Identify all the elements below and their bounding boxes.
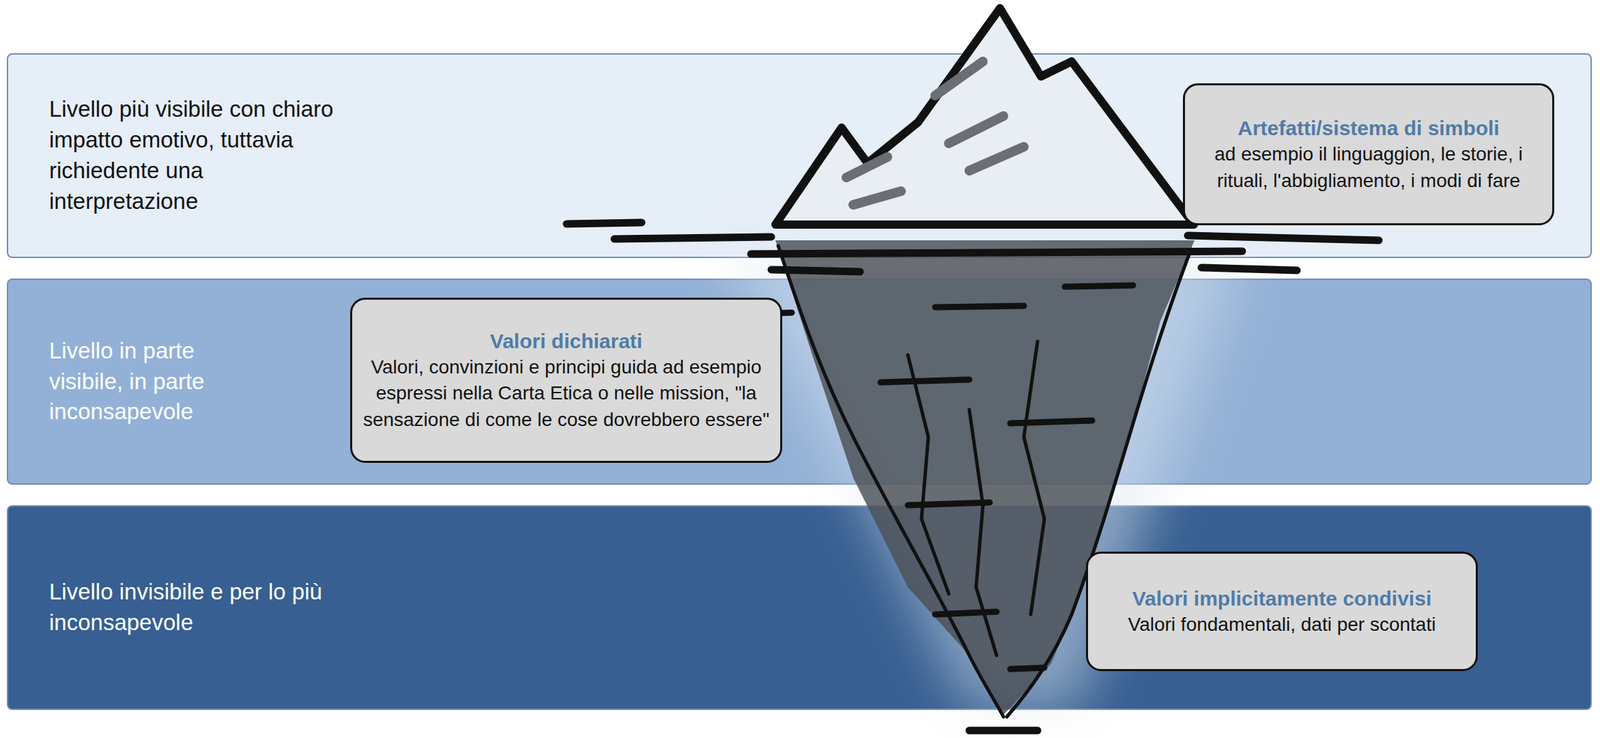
- water-stroke: [771, 269, 861, 272]
- callout-title: Valori implicitamente condivisi: [1132, 584, 1432, 612]
- callout-body: Valori fondamentali, dati per scontati: [1128, 611, 1437, 638]
- level-band: Livello più visibile con chiaro impatto …: [6, 53, 1592, 259]
- callout-box: Valori dichiaratiValori, convinzioni e p…: [350, 297, 783, 463]
- level-description: Livello più visibile con chiaro impatto …: [49, 94, 343, 218]
- callout-body: Valori, convinzioni e principi guida ad …: [361, 354, 771, 433]
- callout-body: ad esempio il linguaggion, le storie, i …: [1194, 141, 1543, 194]
- callout-box: Artefatti/sistema di simboliad esempio i…: [1182, 83, 1555, 226]
- water-stroke: [969, 726, 1038, 735]
- callout-box: Valori implicitamente condivisiValori fo…: [1086, 551, 1478, 671]
- callout-title: Artefatti/sistema di simboli: [1237, 114, 1499, 142]
- water-stroke: [1201, 267, 1297, 271]
- level-band: Livello invisibile e per lo più inconsap…: [6, 505, 1592, 710]
- level-band: Livello in parte visibile, in parte inco…: [6, 278, 1592, 485]
- callout-title: Valori dichiarati: [490, 327, 643, 355]
- level-description: Livello in parte visibile, in parte inco…: [49, 335, 254, 428]
- level-description: Livello invisibile e per lo più inconsap…: [49, 576, 323, 639]
